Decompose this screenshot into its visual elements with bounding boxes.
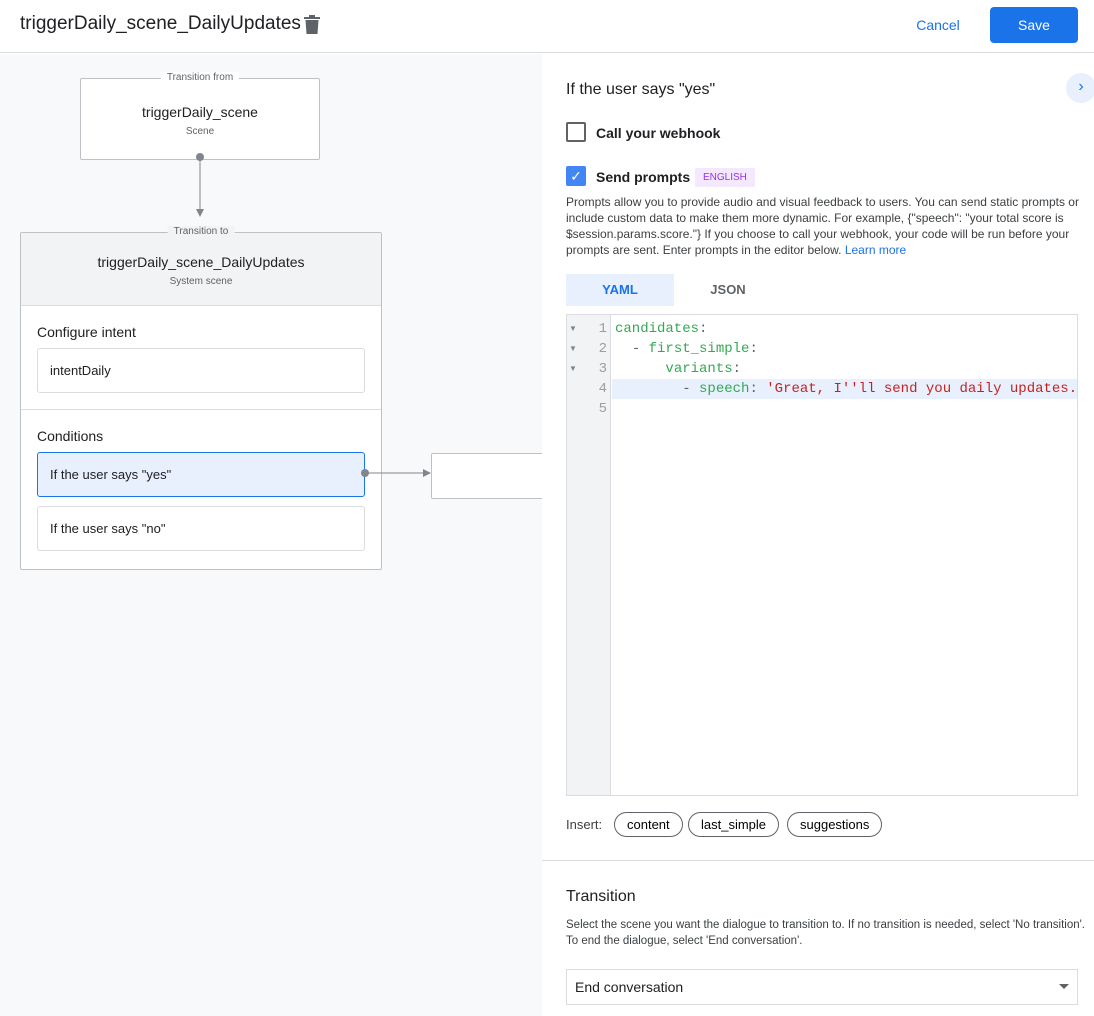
connector-arrow [361,469,431,477]
configure-intent-label: Configure intent [37,324,136,340]
transition-heading: Transition [566,888,636,905]
insert-content-chip[interactable]: content [614,812,683,837]
line-number: 3 [598,361,607,377]
line-number: 4 [598,381,607,397]
divider [542,860,1094,861]
check-icon: ✓ [570,168,582,184]
code-line: - first_simple: [615,339,1077,359]
send-prompts-label: Send prompts [596,169,691,185]
description-text: Prompts allow you to provide audio and v… [566,195,1079,257]
prompts-description: Prompts allow you to provide audio and v… [566,194,1086,258]
code-key: candidates [615,321,700,337]
webhook-label: Call your webhook [596,125,721,141]
send-prompts-checkbox[interactable]: ✓ [566,166,586,186]
node-name: triggerDaily_scene_DailyUpdates [97,254,305,270]
code-line: - speech: 'Great, I''ll send you daily u… [615,379,1077,399]
tab-json[interactable]: JSON [710,282,746,297]
code-key: first_simple [648,341,750,357]
insert-suggestions-chip[interactable]: suggestions [787,812,883,837]
node-name: triggerDaily_scene [142,104,258,120]
chevron-right-icon[interactable]: › [1066,73,1094,103]
transition-from-node[interactable]: Transition from triggerDaily_scene Scene [80,72,320,160]
fold-icon[interactable]: ▼ [569,344,577,353]
node-label: Transition to [167,226,235,237]
code-key: variants [665,361,733,377]
fold-icon[interactable]: ▼ [569,324,577,333]
condition-panel: If the user says "yes" Call your webhook… [542,54,1094,1016]
tab-yaml[interactable]: YAML [566,274,674,306]
transition-to-node: Transition to triggerDaily_scene_DailyUp… [20,226,382,570]
node-type: Scene [185,126,215,137]
node-type: System scene [169,276,233,287]
code-indent [615,361,665,377]
line-number: 2 [598,341,607,357]
node-label: Transition from [160,72,240,83]
intent-item[interactable]: intentDaily [37,348,365,393]
code-line: candidates: [615,319,1077,339]
code-line: variants: [615,359,1077,379]
code-key: speech [699,381,750,397]
cancel-button[interactable]: Cancel [902,8,974,42]
code-colon: : [699,321,708,337]
connector-arrow [196,153,204,217]
active-line-highlight [612,379,1077,399]
code-dash: - [631,341,649,357]
editor-gutter [567,315,611,795]
panel-heading: If the user says "yes" [566,81,716,98]
code-dash: - [682,381,700,397]
code-colon: : [749,341,758,357]
code-colon: : [749,381,758,397]
language-badge: ENGLISH [695,168,755,187]
transition-select[interactable]: End conversation [566,969,1078,1005]
line-number: 5 [598,401,607,417]
webhook-checkbox[interactable] [566,122,586,142]
code-indent [615,381,682,397]
fold-icon[interactable]: ▼ [569,364,577,373]
condition-no[interactable]: If the user says "no" [37,506,365,551]
code-value: 'Great, I''ll send you daily updates. [757,381,1078,397]
target-scene-node[interactable] [431,453,542,499]
code-editor[interactable]: ▼ 1 candidates: ▼ 2 - first_simple: ▼ 3 varian… [566,314,1078,796]
condition-yes[interactable]: If the user says "yes" [37,452,365,497]
conditions-label: Conditions [37,428,104,444]
insert-label: Insert: [566,817,603,832]
save-button[interactable]: Save [990,7,1078,43]
line-number: 1 [598,321,607,337]
scene-graph: Transition from triggerDaily_scene Scene… [0,54,542,1016]
dropdown-arrow-icon [1059,984,1069,994]
delete-icon[interactable] [304,15,320,34]
code-line [615,399,1077,419]
insert-last-simple-chip[interactable]: last_simple [688,812,780,837]
page-title: triggerDaily_scene_DailyUpdates [20,13,301,34]
learn-more-link[interactable]: Learn more [844,243,907,257]
code-indent [615,341,632,357]
transition-description: Select the scene you want the dialogue t… [566,919,1086,947]
code-colon: : [732,361,742,377]
transition-value: End conversation [575,979,684,995]
top-bar: triggerDaily_scene_DailyUpdates Cancel S… [0,0,1094,53]
